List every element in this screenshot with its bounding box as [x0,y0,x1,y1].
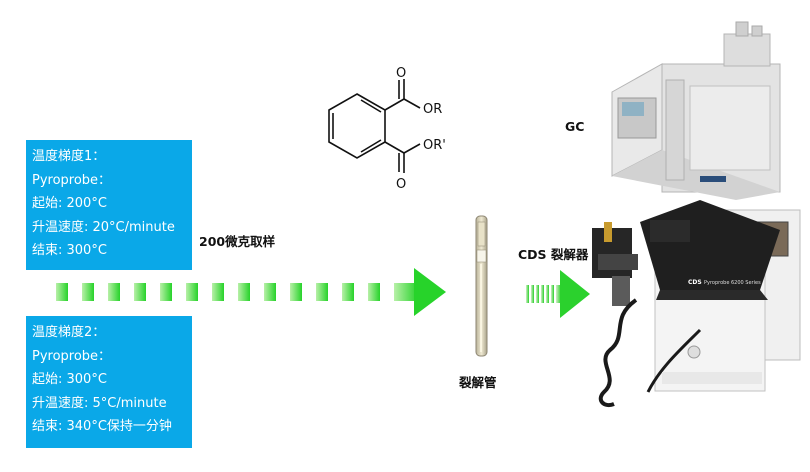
gradient-2-instrument: Pyroprobe： [32,348,112,364]
gradient-1-start: 起始: 200°C [32,196,107,211]
tube-to-pyrolyzer-arrow [526,270,590,318]
pyrolyzer-model: Pyroprobe 6200 Series [704,280,761,286]
gradient-2-end: 结束: 340°C保持一分钟 [32,419,172,434]
pyrolyzer-label: CDS 裂解器 [518,247,589,262]
gradient-1-instrument: Pyroprobe： [32,172,112,188]
main-flow-arrow [56,268,446,316]
pyrolysis-tube-image [475,215,488,357]
gradient-2-title: 温度梯度2： [32,325,106,340]
gc-instrument-image [611,21,781,200]
gradient-1-end: 结束: 300°C [32,243,107,258]
phthalate-structure [328,79,421,173]
gradient-2-start: 起始: 300°C [32,372,107,387]
cds-pyrolyzer-image: CDS Pyroprobe 6200 Series [592,200,801,407]
gradient-1-rate: 升温速度: 20°C/minute [32,219,175,235]
molecule-oxygen-top: O [396,66,406,81]
temperature-gradient-2-box: 温度梯度2： Pyroprobe： 起始: 300°C 升温速度: 5°C/mi… [26,316,192,448]
gradient-2-rate: 升温速度: 5°C/minute [32,395,167,411]
pyrolysis-tube-label: 裂解管 [459,375,497,390]
temperature-gradient-1-box: 温度梯度1： Pyroprobe： 起始: 200°C 升温速度: 20°C/m… [26,140,192,270]
molecule-oxygen-bottom: O [396,177,406,192]
molecule-substituent-bottom: OR' [423,138,446,153]
gc-label: GC [565,119,585,134]
molecule-substituent-top: OR [423,102,442,117]
pyrolyzer-brand: CDS [688,279,702,286]
sample-amount-label: 200微克取样 [199,234,276,249]
gradient-1-title: 温度梯度1： [32,149,106,164]
